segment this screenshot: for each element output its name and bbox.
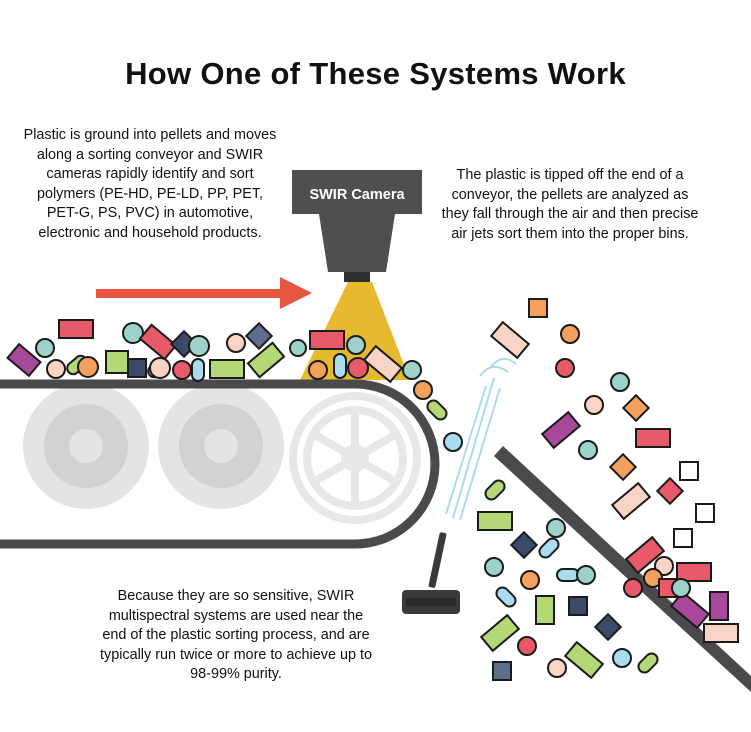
pellet xyxy=(484,479,506,501)
pellet xyxy=(479,613,521,653)
pellet xyxy=(546,518,566,538)
pellet xyxy=(560,324,580,344)
conveyor-wheel-left xyxy=(23,383,149,509)
pellet xyxy=(679,461,699,481)
pellet xyxy=(308,360,328,380)
pellet xyxy=(495,586,517,608)
pellet xyxy=(309,330,345,350)
pellet xyxy=(593,612,623,642)
pellet xyxy=(127,358,147,378)
pellet xyxy=(492,661,512,681)
swir-camera-label: SWIR Camera xyxy=(309,187,405,203)
pellet xyxy=(484,557,504,577)
air-stream-icon xyxy=(445,357,517,521)
pellet xyxy=(568,596,588,616)
pellet xyxy=(413,380,433,400)
pellet xyxy=(547,658,567,678)
pellet xyxy=(402,360,422,380)
pellet xyxy=(58,319,94,339)
pellet xyxy=(244,321,274,351)
pellet xyxy=(535,595,555,625)
pellet xyxy=(538,537,560,559)
pellet xyxy=(655,476,685,506)
pellet xyxy=(669,590,711,630)
conveyor-gear-icon xyxy=(289,392,421,524)
diagram-title: How One of These Systems Work xyxy=(125,56,626,91)
pellet xyxy=(563,640,605,680)
conveyor-belt xyxy=(0,379,440,549)
pellet xyxy=(188,335,210,357)
pellet xyxy=(289,339,307,357)
pellet xyxy=(172,360,192,380)
pellet xyxy=(703,623,739,643)
pellet xyxy=(584,395,604,415)
pellet xyxy=(709,591,729,621)
swir-camera-icon xyxy=(292,170,422,282)
pellet xyxy=(509,530,539,560)
pellet xyxy=(6,342,42,378)
description-bottom: Because they are so sensitive, SWIR mult… xyxy=(100,588,372,682)
pellet xyxy=(46,359,66,379)
pellet xyxy=(635,428,671,448)
plastic-pellets xyxy=(6,298,739,681)
pellet xyxy=(671,578,691,598)
direction-arrow-icon xyxy=(96,277,312,309)
sorting-chute xyxy=(494,446,751,692)
pellet xyxy=(621,393,651,423)
pellet xyxy=(149,357,171,379)
pellet xyxy=(637,652,659,674)
pellet xyxy=(138,323,178,361)
pellet xyxy=(528,298,548,318)
conveyor-wheel-middle xyxy=(158,383,284,509)
pellet xyxy=(610,372,630,392)
pellet xyxy=(347,357,369,379)
pellet xyxy=(623,578,643,598)
pellet xyxy=(105,350,129,374)
pellet xyxy=(346,335,366,355)
air-jet-nozzle xyxy=(402,532,460,614)
pellet xyxy=(426,399,448,421)
pellet xyxy=(520,570,540,590)
pellet xyxy=(517,636,537,656)
pellet xyxy=(556,568,580,582)
pellet xyxy=(122,322,144,344)
pellet xyxy=(35,338,55,358)
pellet xyxy=(676,562,712,582)
pellet xyxy=(608,452,638,482)
pellet xyxy=(489,320,531,360)
pellet xyxy=(610,481,652,521)
pellet xyxy=(191,358,205,382)
pellet xyxy=(578,440,598,460)
pellet xyxy=(443,432,463,452)
pellet xyxy=(540,410,582,450)
pellet xyxy=(333,353,347,379)
description-left: Plastic is ground into pellets and moves… xyxy=(23,127,277,241)
pellet xyxy=(209,359,245,379)
pellet xyxy=(77,356,99,378)
pellet xyxy=(226,333,246,353)
pellet xyxy=(673,528,693,548)
description-right: The plastic is tipped off the end of a c… xyxy=(441,167,699,242)
pellet xyxy=(555,358,575,378)
pellet xyxy=(362,344,404,384)
pellet xyxy=(576,565,596,585)
pellet xyxy=(477,511,513,531)
pellet xyxy=(695,503,715,523)
pellet xyxy=(612,648,632,668)
pellet xyxy=(624,535,666,575)
pellet xyxy=(246,341,286,379)
